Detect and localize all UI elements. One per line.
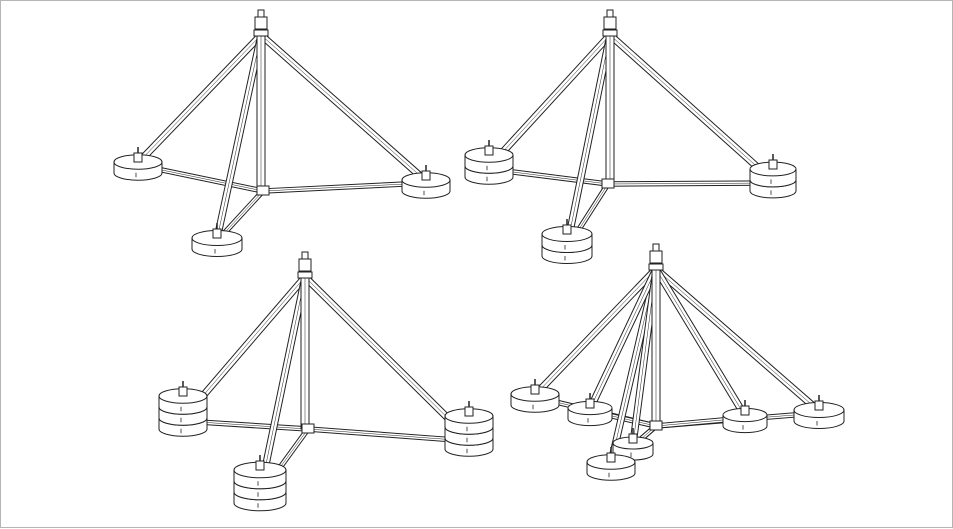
tripod-1 — [113, 9, 451, 257]
tripod-4 — [510, 243, 845, 481]
tripod-3 — [158, 251, 494, 512]
tripod-2 — [464, 9, 797, 264]
